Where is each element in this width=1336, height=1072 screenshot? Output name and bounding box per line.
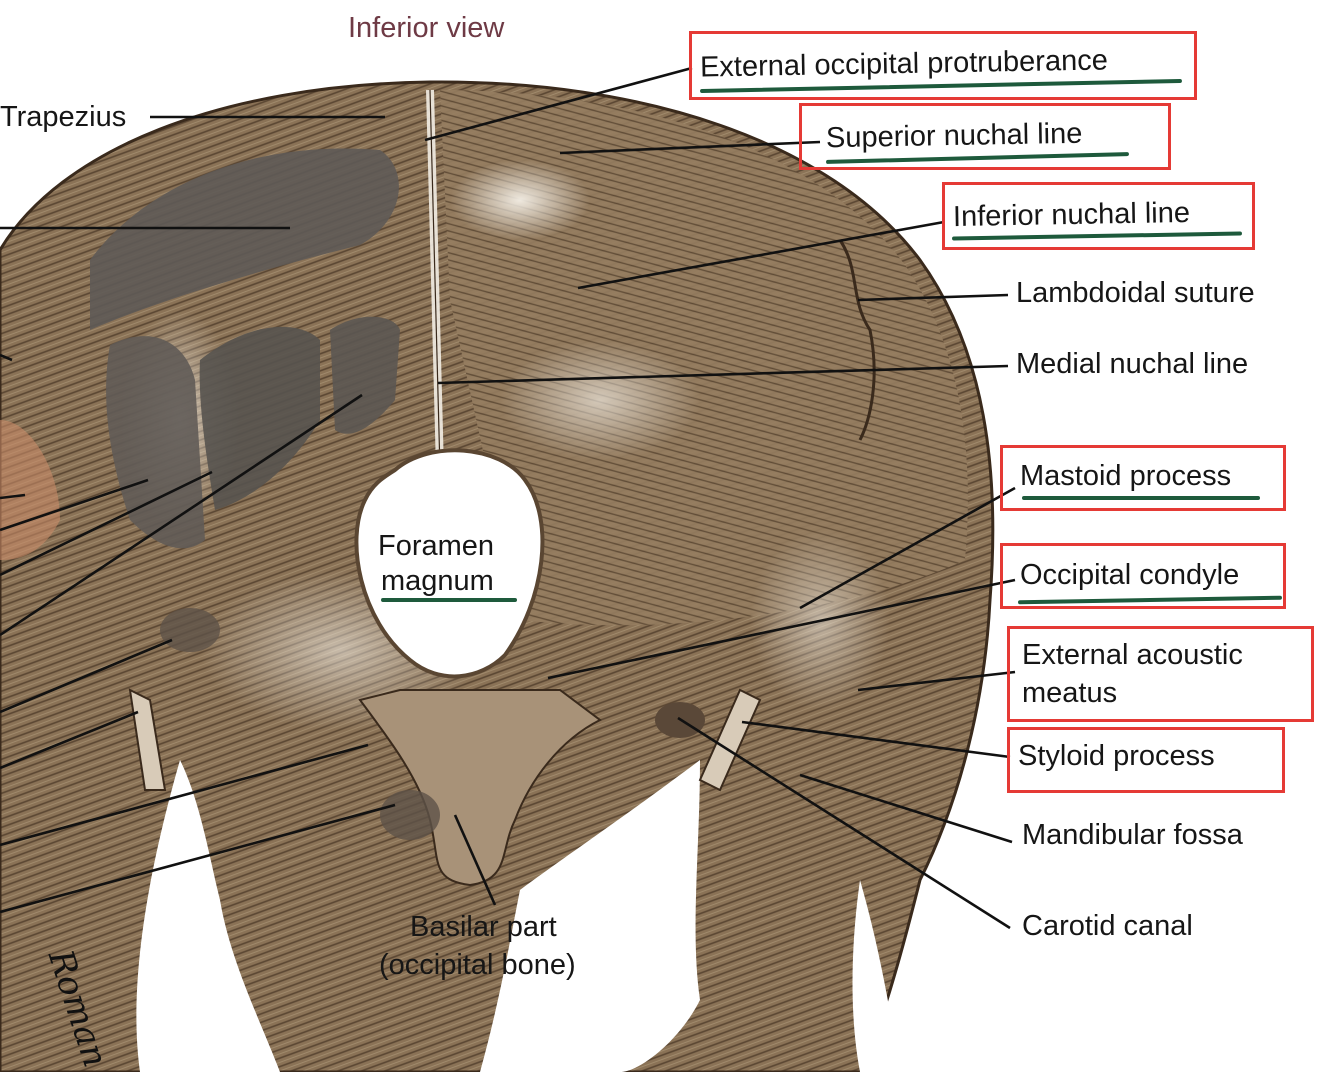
- label-foramen-magnum-line1: Foramen: [378, 530, 495, 562]
- highlight-box-mastoid-process: [1000, 445, 1286, 511]
- label-external-occipital-protuberance: External occipital protruberance: [699, 44, 1109, 84]
- figure-title: Inferior view: [348, 12, 505, 44]
- label-superior-nuchal-line: Superior nuchal line: [825, 117, 1083, 155]
- label-styloid-process: Styloid process: [1018, 740, 1215, 772]
- label-basilar-part-line2: (occipital bone): [379, 949, 576, 981]
- foramen-magnum-hole: [354, 448, 545, 679]
- label-carotid-canal: Carotid canal: [1022, 910, 1193, 942]
- highlight-box-external-occipital-protuberance: [689, 31, 1197, 100]
- highlight-box-inferior-nuchal-line: [942, 182, 1255, 250]
- highlight-box-external-acoustic-meatus: [1007, 626, 1314, 722]
- label-foramen-magnum-line2: magnum: [381, 565, 494, 597]
- label-mastoid-process: Mastoid process: [1020, 460, 1232, 492]
- highlight-box-occipital-condyle: [1000, 543, 1286, 609]
- label-basilar-part-line1: Basilar part: [410, 911, 557, 943]
- label-mandibular-fossa: Mandibular fossa: [1022, 819, 1243, 851]
- underline-mastoid-process: [1022, 496, 1260, 500]
- label-trapezius: Trapezius: [0, 101, 127, 133]
- label-external-acoustic-meatus: External acoustic meatus: [1022, 639, 1243, 709]
- label-inferior-nuchal-line: Inferior nuchal line: [952, 196, 1191, 234]
- underline-foramen-magnum: [381, 598, 517, 602]
- highlight-box-superior-nuchal-line: [799, 103, 1171, 170]
- label-medial-nuchal-line: Medial nuchal line: [1016, 348, 1249, 380]
- label-occipital-condyle: Occipital condyle: [1020, 559, 1240, 591]
- label-lambdoidal-suture: Lambdoidal suture: [1016, 277, 1255, 309]
- highlight-box-styloid-process: [1007, 727, 1285, 793]
- leader-lines: [0, 66, 1016, 930]
